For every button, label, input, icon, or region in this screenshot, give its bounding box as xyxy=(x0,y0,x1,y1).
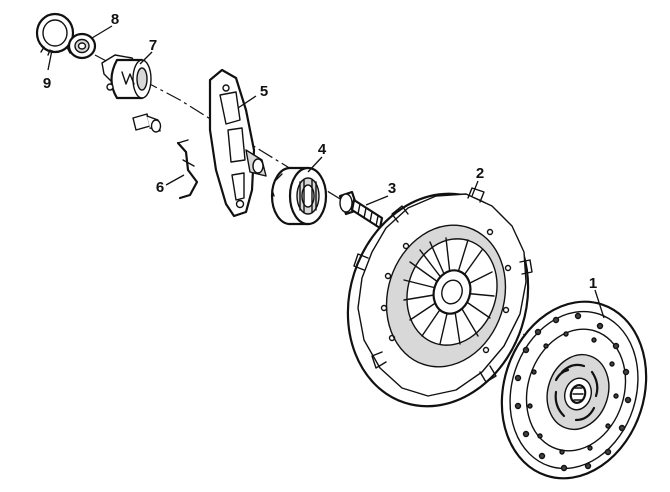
leader-8 xyxy=(91,25,113,39)
leader-4 xyxy=(307,156,323,173)
part-3-bolt xyxy=(338,190,384,230)
part-label-8: 8 xyxy=(111,11,119,28)
part-8-bearing xyxy=(66,32,97,60)
leader-6 xyxy=(165,174,185,186)
leader-2 xyxy=(471,180,479,197)
part-label-6: 6 xyxy=(156,179,164,196)
leader-7 xyxy=(139,51,153,65)
leader-9 xyxy=(47,49,53,71)
part-label-3: 3 xyxy=(388,180,396,197)
part-label-5: 5 xyxy=(260,83,268,100)
part-5-release-fork xyxy=(208,68,267,218)
part-4-release-bearing xyxy=(270,166,328,226)
guide-sleeve-bolt xyxy=(132,113,162,133)
part-1-clutch-disc xyxy=(500,300,648,480)
leader-1 xyxy=(594,289,605,319)
part-label-9: 9 xyxy=(43,75,51,92)
leader-3 xyxy=(365,195,389,206)
part-2-pressure-plate xyxy=(346,187,533,408)
part-6-retaining-clip xyxy=(176,139,199,200)
part-label-1: 1 xyxy=(589,275,597,292)
part-label-2: 2 xyxy=(476,165,484,182)
part-label-4: 4 xyxy=(318,141,327,158)
leader-5 xyxy=(237,95,257,109)
part-7-guide-sleeve xyxy=(101,54,152,100)
part-label-7: 7 xyxy=(149,37,157,54)
part-9-snap-ring xyxy=(35,12,75,56)
